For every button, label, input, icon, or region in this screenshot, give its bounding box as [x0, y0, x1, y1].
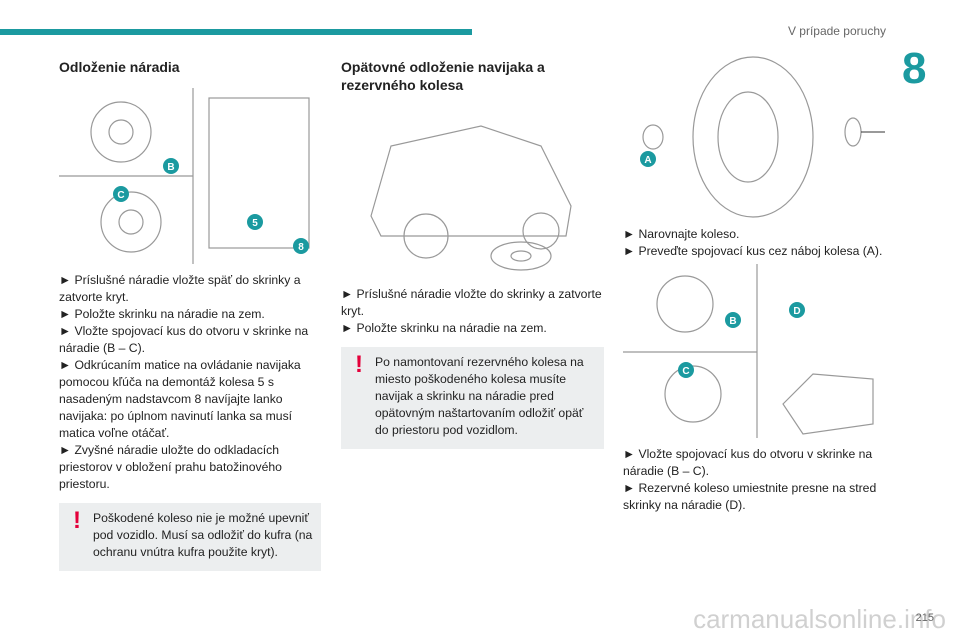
warning-icon: !: [73, 507, 81, 534]
step: ► Položte skrinku na náradie na zem.: [59, 307, 265, 321]
step: ► Vložte spojovací kus do otvoru v skrin…: [59, 324, 309, 355]
label-c: C: [682, 366, 689, 377]
label-b: B: [729, 316, 736, 327]
label-b: B: [167, 162, 174, 173]
warning-icon: !: [355, 351, 363, 378]
step: ► Rezervné koleso umiestnite presne na s…: [623, 481, 877, 512]
chapter-number: 8: [902, 44, 927, 93]
step: ► Zvyšné náradie uložte do odkladacích p…: [59, 443, 282, 491]
warning-text: Poškodené koleso nie je možné upevniť po…: [93, 511, 313, 559]
warning-box: ! Po namontovaní rezervného kolesa na mi…: [341, 347, 604, 449]
section-heading: Odloženie náradia: [59, 59, 180, 75]
warning-box: ! Poškodené koleso nie je možné upevniť …: [59, 503, 321, 571]
column-1: Odloženie náradia B C 5 8 ► Príslušné ná…: [59, 58, 321, 571]
page-number: 215: [915, 612, 934, 624]
section-title: V prípade poruchy: [787, 24, 886, 38]
label-a: A: [644, 155, 651, 166]
winch-box-illustration: B C D: [623, 264, 874, 438]
step: ► Narovnajte koleso.: [623, 227, 740, 241]
label-5: 5: [252, 218, 258, 229]
wheel-hub-illustration: A: [640, 56, 885, 218]
step: ► Vložte spojovací kus do otvoru v skrin…: [623, 447, 873, 478]
label-d: D: [793, 306, 800, 317]
label-c: C: [117, 190, 124, 201]
section-heading: Opätovné odloženie navijaka a rezervného…: [341, 59, 545, 93]
column-3: A ► Narovnajte koleso. ► Preveďte spojov…: [623, 52, 885, 514]
step: ► Položte skrinku na náradie na zem.: [341, 321, 547, 335]
step: ► Odkrúcaním matice na ovládanie navijak…: [59, 358, 301, 440]
car-spare-wheel-illustration: [370, 125, 572, 271]
step: ► Preveďte spojovací kus cez náboj koles…: [623, 244, 883, 258]
warning-text: Po namontovaní rezervného kolesa na mies…: [375, 355, 584, 437]
label-8: 8: [298, 242, 304, 253]
watermark: carmanualsonline.info: [693, 604, 946, 634]
step: ► Príslušné náradie vložte späť do skrin…: [59, 273, 301, 304]
header-bar: [0, 29, 472, 35]
column-2: Opätovné odloženie navijaka a rezervného…: [341, 58, 604, 449]
tool-storage-illustration: B C 5 8: [59, 88, 310, 264]
step: ► Príslušné náradie vložte do skrinky a …: [341, 287, 602, 318]
